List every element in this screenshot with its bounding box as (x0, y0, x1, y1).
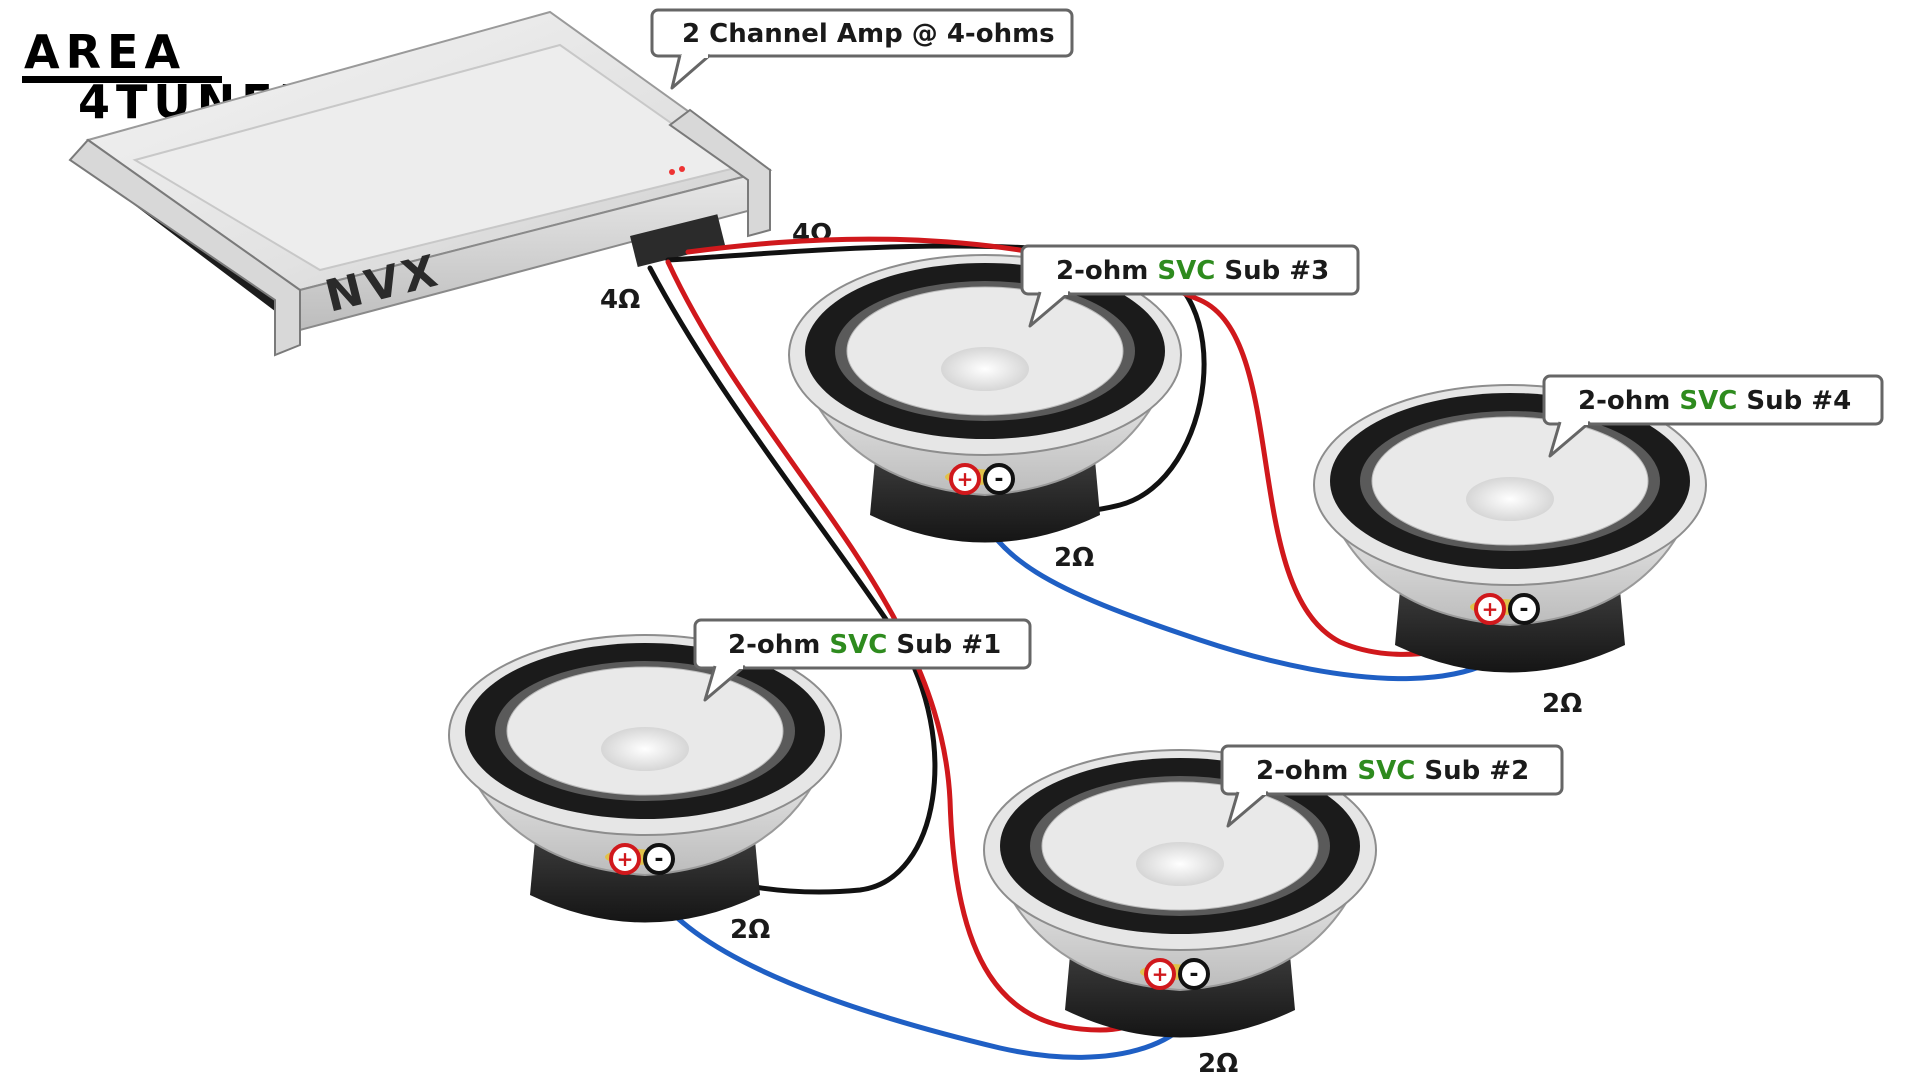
sub-2-type: SVC (1357, 756, 1415, 786)
amplifier-left-channel-load: 4Ω (600, 285, 640, 315)
sub-2-prefix: 2-ohm (1256, 756, 1357, 786)
wire-positive-ch2-to-sub4 (685, 236, 1500, 657)
sub-3-type: SVC (1157, 256, 1215, 286)
subwoofer-3-dust-cap (941, 347, 1029, 391)
negative-terminal-label: - (654, 847, 663, 872)
subwoofer-4-dust-cap (1466, 477, 1554, 521)
subwoofer-3: +- (788, 254, 1182, 543)
sub-callout-3: 2-ohm SVC Sub #3 (1020, 244, 1360, 328)
amplifier-led-icon (669, 169, 675, 175)
sub-callout-3-label: 2-ohm SVC Sub #3 (1056, 256, 1329, 286)
logo-underline (22, 76, 222, 83)
positive-terminal-icon (949, 463, 981, 495)
negative-terminal-label: - (994, 467, 1003, 492)
amplifier-right-channel-load: 4Ω (792, 219, 832, 249)
negative-terminal-label: - (1189, 962, 1198, 987)
negative-terminal-icon (1508, 593, 1540, 625)
amplifier-endcap-left (68, 138, 301, 357)
sub-3-prefix: 2-ohm (1056, 256, 1157, 286)
wire-negative-ch1-to-sub1 (647, 265, 938, 895)
amplifier-callout: 2 Channel Amp @ 4-ohms (650, 8, 1074, 90)
sub-callout-2-label: 2-ohm SVC Sub #2 (1256, 756, 1529, 786)
positive-terminal-label: + (1152, 962, 1169, 986)
sub-1-type: SVC (829, 630, 887, 660)
subwoofer-4: +- (1313, 384, 1707, 673)
positive-terminal-icon (609, 843, 641, 875)
positive-terminal-icon (1144, 958, 1176, 990)
amplifier-led-icon (679, 166, 685, 172)
sub-callout-2: 2-ohm SVC Sub #2 (1220, 744, 1564, 828)
subwoofer-2: +- (983, 749, 1377, 1038)
sub-callout-4: 2-ohm SVC Sub #4 (1542, 374, 1884, 458)
sub-4-impedance: 2Ω (1542, 689, 1582, 719)
sub-2-impedance: 2Ω (1198, 1049, 1238, 1079)
logo-line-1: AREA (24, 25, 186, 79)
subwoofer-1-dust-cap (601, 727, 689, 771)
sub-3-impedance: 2Ω (1054, 543, 1094, 573)
positive-terminal-label: + (957, 467, 974, 491)
sub-2-suffix: Sub #2 (1415, 756, 1529, 786)
sub-1-suffix: Sub #1 (887, 630, 1001, 660)
sub-1-prefix: 2-ohm (728, 630, 829, 660)
sub-4-suffix: Sub #4 (1737, 386, 1851, 416)
positive-terminal-label: + (617, 847, 634, 871)
amplifier-terminal-block (630, 214, 726, 268)
subwoofers: +-+-+-+- (448, 254, 1707, 1038)
positive-terminal-icon (1474, 593, 1506, 625)
subwoofer-2-dust-cap (1136, 842, 1224, 886)
wire-positive-ch1-to-sub2 (665, 259, 1169, 1033)
amplifier-endcap-right (668, 108, 771, 238)
negative-terminal-label: - (1519, 597, 1528, 622)
sub-callout-1-label: 2-ohm SVC Sub #1 (728, 630, 1001, 660)
sub-4-type: SVC (1679, 386, 1737, 416)
sub-4-prefix: 2-ohm (1578, 386, 1679, 416)
negative-terminal-icon (643, 843, 675, 875)
amplifier-callout-label: 2 Channel Amp @ 4-ohms (682, 19, 1055, 49)
negative-terminal-icon (983, 463, 1015, 495)
sub-3-suffix: Sub #3 (1215, 256, 1329, 286)
negative-terminal-icon (1178, 958, 1210, 990)
sub-callout-4-label: 2-ohm SVC Sub #4 (1578, 386, 1851, 416)
positive-terminal-label: + (1482, 597, 1499, 621)
sub-1-impedance: 2Ω (730, 915, 770, 945)
amplifier: NVX (68, 10, 773, 357)
sub-callout-1: 2-ohm SVC Sub #1 (693, 618, 1032, 702)
subwoofer-1: +- (448, 634, 842, 923)
